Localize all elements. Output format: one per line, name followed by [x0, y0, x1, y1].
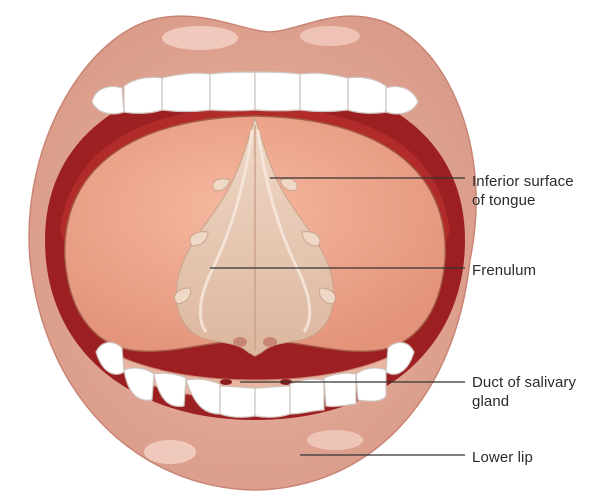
lower-lip-highlight-2: [307, 430, 363, 450]
lower-lip-highlight: [144, 440, 196, 464]
upper-lip-highlight-2: [300, 26, 360, 46]
label-lower-lip: Lower lip: [472, 448, 533, 467]
label-inferior-surface: Inferior surface of tongue: [472, 172, 574, 210]
duct-opening-left: [220, 379, 232, 385]
upper-teeth: [92, 72, 418, 114]
label-frenulum: Frenulum: [472, 261, 536, 280]
upper-lip-highlight: [162, 26, 238, 50]
caruncle-left: [233, 337, 247, 347]
caruncle-right: [263, 337, 277, 347]
label-duct-salivary-gland: Duct of salivary gland: [472, 373, 576, 411]
